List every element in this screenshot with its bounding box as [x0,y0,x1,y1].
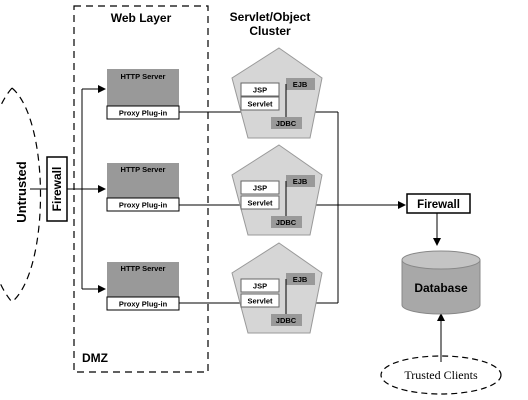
servlet-label: Servlet [247,297,273,306]
http-server-2: HTTP Server Proxy Plug-in [106,163,180,212]
servlet-label: Servlet [247,100,273,109]
jdbc-label: JDBC [276,218,297,227]
database: Database [401,250,481,315]
cluster-node-2: EJB JSP Servlet JDBC [231,144,323,236]
firewall-right-label: Firewall [417,199,460,211]
ejb-label: EJB [293,275,308,284]
untrusted-label: Untrusted [14,161,29,222]
proxy-plugin-label: Proxy Plug-in [119,300,168,309]
http-server-3: HTTP Server Proxy Plug-in [106,262,180,311]
jsp-label: JSP [253,282,267,291]
trusted-clients-label: Trusted Clients [404,368,478,382]
untrusted-connections [30,85,106,293]
firewall-right [406,193,471,214]
ejb-label: EJB [293,177,308,186]
cluster-title-line2: Cluster [249,24,291,38]
database-label: Database [414,281,468,295]
jdbc-label: JDBC [276,119,297,128]
cluster-node-1: EJB JSP Servlet JDBC [231,47,323,139]
cluster-title-line1: Servlet/Object [230,10,311,24]
jdbc-label: JDBC [276,316,297,325]
jsp-label: JSP [253,86,267,95]
web-layer-title: Web Layer [111,11,172,25]
untrusted-zone [0,87,13,303]
http-server-title: HTTP Server [121,264,166,273]
jsp-label: JSP [253,184,267,193]
servlet-label: Servlet [247,199,273,208]
http-server-1: HTTP Server Proxy Plug-in [106,69,180,120]
http-server-title: HTTP Server [121,165,166,174]
cluster-node-3: EJB JSP Servlet JDBC [231,242,323,334]
proxy-plugin-label: Proxy Plug-in [119,109,168,118]
firewall-left-label: Firewall [50,167,64,212]
http-server-title: HTTP Server [121,72,166,81]
untrusted-zone-right [11,87,42,303]
proxy-plugin-label: Proxy Plug-in [119,201,168,210]
ejb-label: EJB [293,80,308,89]
trusted-clients-zone [380,355,502,395]
dmz-label: DMZ [82,351,108,365]
